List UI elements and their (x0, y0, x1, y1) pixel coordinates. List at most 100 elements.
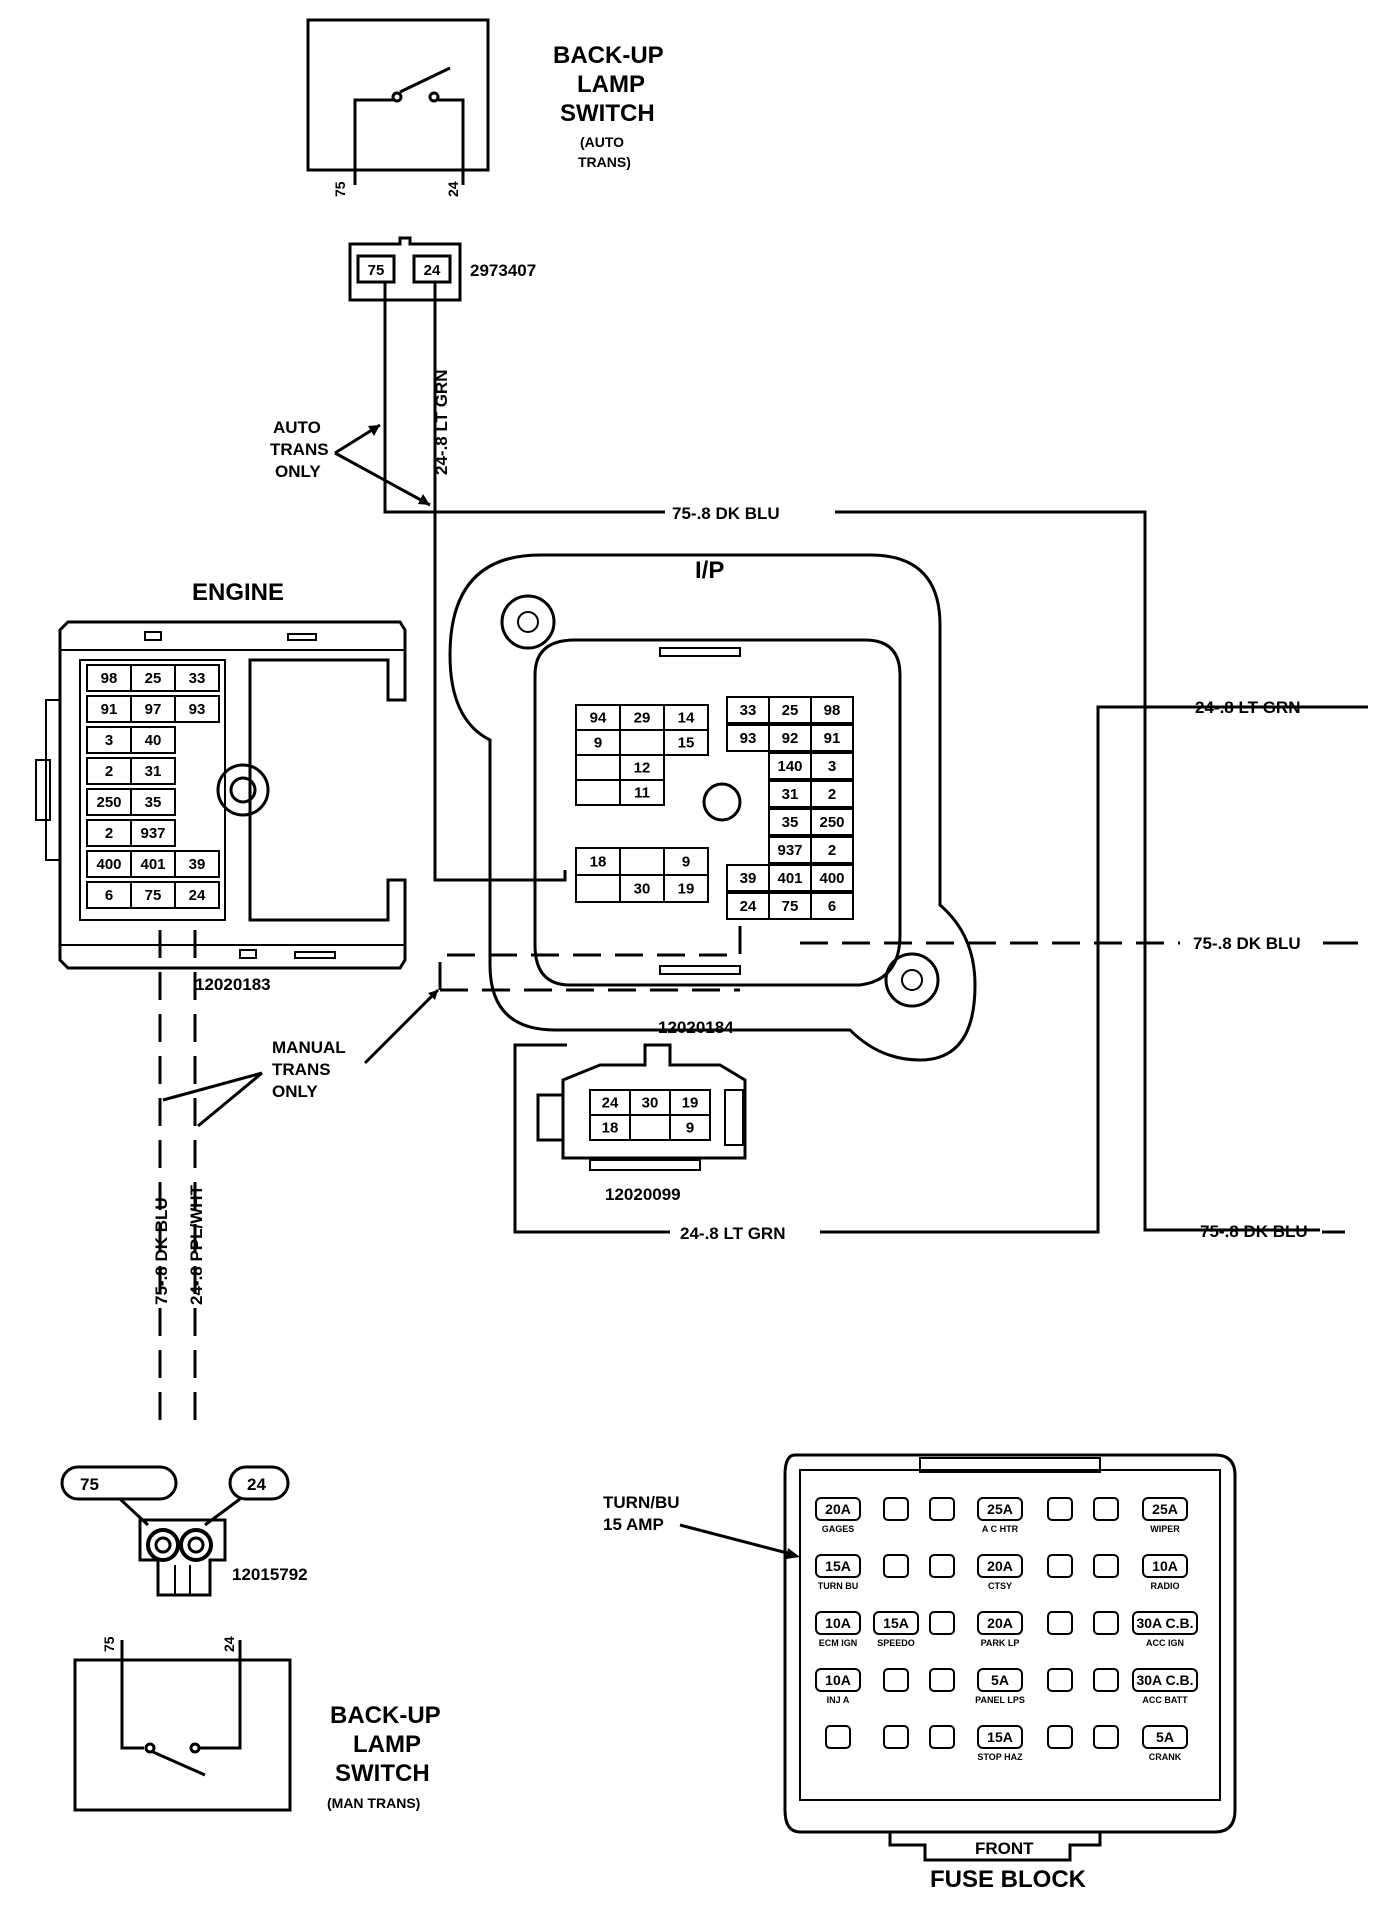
empty-fuse-slot (1047, 1611, 1073, 1635)
ip-cavity: 29 (634, 710, 651, 727)
ip-cavity: 2 (828, 786, 836, 803)
fuse-gages (815, 1497, 861, 1521)
fuse-rating: 5A (991, 1672, 1009, 1688)
ip-cavity-box (575, 779, 621, 806)
fuse-rating: 30A C.B. (1136, 1672, 1193, 1688)
wire-lt-grn-vertical: 24-.8 LT GRN (432, 370, 451, 475)
ip-cavity: 2 (828, 842, 836, 859)
ip-cavity: 11 (634, 785, 650, 802)
note-auto-1: AUTO (273, 418, 321, 437)
ip-cavity: 3 (828, 758, 836, 775)
note-auto-trans: AUTO TRANS ONLY (270, 418, 431, 507)
ip-cavity: 15 (678, 735, 695, 752)
ip-cavity-box (575, 754, 621, 781)
switch-manual-pin-left: 75 (101, 1636, 117, 1652)
fuse-label: GAGES (822, 1524, 855, 1534)
ip-cavity: 400 (819, 870, 844, 887)
switch-auto-pin-right: 24 (445, 181, 461, 197)
engine-cavity: 25 (145, 670, 162, 687)
connector-ip-part-bottom: 12020099 (605, 1185, 681, 1204)
switch-auto-title-1: BACK-UP (553, 42, 664, 69)
note-auto-2: TRANS (270, 440, 329, 459)
fuse-label: ACC IGN (1146, 1638, 1184, 1648)
empty-fuse-slot (1047, 1497, 1073, 1521)
engine-part: 12020183 (195, 975, 271, 994)
wire-dk-blu-right-mid: 75-.8 DK BLU (1193, 934, 1301, 953)
ip-cavity-box (810, 780, 854, 808)
ip-cavity-box (810, 836, 854, 864)
fuse-turn-bu (815, 1554, 861, 1578)
fuse-park-lp (977, 1611, 1023, 1635)
fuse-label: INJ A (827, 1695, 850, 1705)
fuse-wiper (1142, 1497, 1188, 1521)
empty-fuse-slot (825, 1725, 851, 1749)
note-manual-1: MANUAL (272, 1038, 346, 1057)
note-manual-2: TRANS (272, 1060, 331, 1079)
engine-cavity-box (174, 695, 220, 723)
ip-cavity-box (810, 696, 854, 724)
fuse-speedo (873, 1611, 919, 1635)
ip-cavity-box (810, 892, 854, 920)
backup-switch-auto: 75 24 BACK-UP LAMP SWITCH (AUTO TRANS) (306, 18, 664, 197)
fuse-rating: 10A (1152, 1558, 1178, 1574)
fuse-a-c-htr (977, 1497, 1023, 1521)
fuse-ecm-ign (815, 1611, 861, 1635)
engine-cavity: 93 (189, 701, 206, 718)
empty-fuse-slot (1047, 1554, 1073, 1578)
engine-cavity: 2 (105, 763, 113, 780)
engine-cavity: 6 (105, 887, 113, 904)
fuse-rating: 5A (1156, 1729, 1174, 1745)
connector-ip-cavity: 9 (686, 1120, 694, 1137)
ip-cavity: 31 (782, 786, 799, 803)
fuse-label: ACC BATT (1142, 1695, 1188, 1705)
ip-cavity-box (619, 779, 665, 806)
ip-cavity: 9 (594, 735, 602, 752)
empty-fuse-slot (883, 1554, 909, 1578)
switch-auto-sub-1: (AUTO (580, 134, 624, 150)
fuse-callout-1: TURN/BU (603, 1493, 680, 1512)
switch-manual-title-1: BACK-UP (330, 1702, 441, 1729)
ip-cavity: 19 (678, 881, 695, 898)
ip-cavity: 250 (819, 814, 844, 831)
engine-cavity: 24 (189, 887, 206, 904)
engine-cavity: 97 (145, 701, 162, 718)
engine-cavity-box (174, 881, 220, 909)
engine-cavity-box (174, 664, 220, 692)
empty-fuse-slot (1093, 1554, 1119, 1578)
switch-auto-sub-2: TRANS) (578, 154, 631, 170)
fuse-rating: 20A (987, 1558, 1013, 1574)
ip-cavity: 98 (824, 702, 841, 719)
engine-cavity-box (130, 819, 176, 847)
switch-auto-pin-left: 75 (332, 181, 348, 197)
fuse-label: CRANK (1149, 1752, 1182, 1762)
fuse-stop-haz (977, 1725, 1023, 1749)
fuse-label: WIPER (1150, 1524, 1180, 1534)
wire-lines (383, 282, 1355, 1234)
engine-cavity: 3 (105, 732, 113, 749)
fuse-panel-lps (977, 1668, 1023, 1692)
engine-cavity-box (174, 850, 220, 878)
fuse-acc-batt (1132, 1668, 1198, 1692)
engine-cavity: 250 (96, 794, 121, 811)
engine-cavity: 39 (189, 856, 206, 873)
engine-cavity: 937 (140, 825, 165, 842)
connector-ip-part-top: 12020184 (658, 1018, 734, 1037)
bubble-right: 24 (247, 1475, 266, 1494)
note-auto-3: ONLY (275, 462, 321, 481)
ip-cavity: 33 (740, 702, 757, 719)
connector-ip-cavity-box (629, 1114, 671, 1141)
fuse-inj-a (815, 1668, 861, 1692)
fuse-label: PANEL LPS (975, 1695, 1025, 1705)
ip-cavity: 92 (782, 730, 799, 747)
ip-cavity: 18 (590, 854, 607, 871)
connector-2973407: 75 24 2973407 (348, 236, 536, 302)
engine-cavity: 2 (105, 825, 113, 842)
switch-manual-pin-right: 24 (221, 1636, 237, 1652)
